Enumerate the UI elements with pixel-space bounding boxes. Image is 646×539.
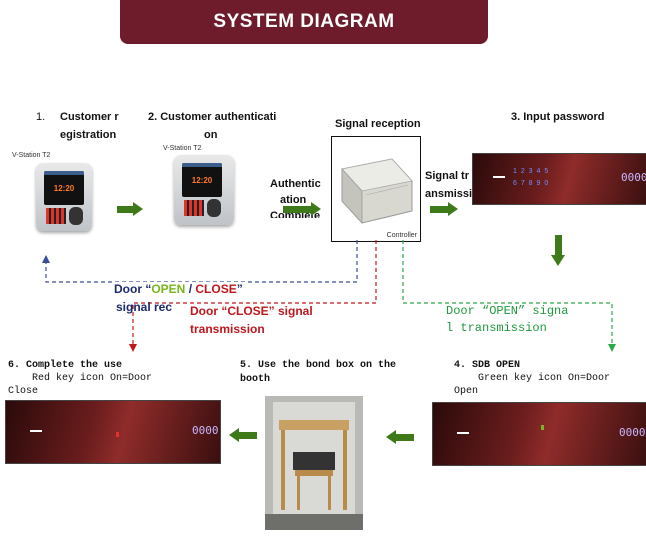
arrow-2-to-controller-shaft: [283, 206, 311, 213]
arrow-right-icon: [311, 202, 321, 216]
device1-keypad: [46, 208, 66, 224]
device2-fingerprint-sensor: [207, 199, 221, 217]
close-panel-code: 0000: [192, 424, 219, 437]
open-close-separator: /: [185, 282, 196, 296]
arrow-4-to-5-shaft: [396, 434, 414, 441]
open-word: OPEN: [151, 282, 186, 296]
controller-image: [341, 158, 413, 225]
arrow-right-icon: [448, 202, 458, 216]
device1-fingerprint-sensor: [69, 207, 83, 225]
step6-line1: Red key icon On=Door: [32, 373, 153, 384]
open-close-signal-line2: signal rec: [116, 300, 173, 314]
device2-time: 12:20: [191, 176, 213, 185]
step2-label-line1: 2. Customer authenticati: [148, 111, 277, 123]
green-key-icon: [541, 425, 544, 430]
open-signal-line1: Door “OPEN” signa: [446, 304, 569, 318]
close-signal-line1: Door “CLOSE” signal: [190, 304, 313, 318]
signal-reception-label: Signal reception: [335, 118, 421, 130]
close-status-panel: 0000: [5, 400, 221, 464]
open-panel-code: 0000: [619, 426, 646, 439]
auth-text-line3: Complete: [270, 210, 321, 218]
keypad-row1: 1 2 3 4 5: [513, 168, 550, 175]
open-status-panel: 0000: [432, 402, 646, 466]
step5-line1: 5. Use the bond box on the: [240, 360, 397, 371]
keypad-row2: 6 7 8 9 0: [513, 180, 550, 187]
arrow-left-icon: [229, 428, 239, 442]
step6-title: 6. Complete the use: [8, 360, 123, 371]
device2-screen: 12:20: [182, 163, 222, 197]
signal-tr-line1: Signal tr: [425, 170, 470, 182]
booth-photo: [265, 396, 363, 530]
step2-label-line2: on: [204, 129, 218, 141]
device1-time: 12:20: [53, 184, 75, 193]
arrow-right-icon: [133, 202, 143, 216]
device1-brand-label: V-Station T2: [12, 152, 51, 159]
open-close-prefix: Door “: [114, 282, 152, 296]
signal-tr-line2: ansmissi: [425, 188, 473, 200]
controller-label: Controller: [386, 232, 417, 239]
step5-line2: booth: [240, 374, 271, 385]
arrow-5-to-6-shaft: [239, 432, 257, 439]
password-code-display: 0000: [621, 171, 646, 184]
title-banner: SYSTEM DIAGRAM: [120, 0, 488, 44]
arrow-left-icon: [386, 430, 396, 444]
auth-text-line2: ation: [280, 194, 307, 206]
step4-title: 4. SDB OPEN: [454, 360, 521, 371]
step6-line2: Close: [8, 386, 39, 397]
close-word: CLOSE: [195, 282, 237, 296]
red-key-icon: [116, 432, 119, 437]
device1-screen: 12:20: [44, 171, 84, 205]
open-signal-line2: l transmission: [446, 321, 547, 335]
open-close-suffix: ”: [236, 282, 243, 296]
password-panel: 1 2 3 4 5 6 7 8 9 0 0000: [472, 153, 646, 205]
arrow-3-to-4-shaft: [555, 235, 562, 255]
controller-box: Controller: [331, 136, 421, 242]
step1-number: 1.: [36, 111, 46, 123]
close-signal-line2: transmission: [190, 322, 265, 336]
step4-line2: Open: [454, 386, 479, 397]
diagram-title: SYSTEM DIAGRAM: [213, 11, 395, 32]
device2-keypad: [184, 200, 204, 216]
arrow-down-icon: [551, 255, 565, 266]
arrow-1-to-2-shaft: [117, 206, 133, 213]
step1-label-line1: Customer r: [60, 111, 119, 123]
booth-image: [265, 396, 363, 530]
auth-text-line1: Authentic: [270, 178, 321, 190]
step3-label: 3. Input password: [511, 111, 605, 123]
step4-line1: Green key icon On=Door: [478, 373, 611, 384]
open-close-signal-label: Door “OPEN / CLOSE”: [112, 282, 245, 296]
arrow-controller-to-3-shaft: [430, 206, 448, 213]
step1-label-line2: egistration: [60, 129, 117, 141]
device1-terminal: 12:20: [36, 163, 92, 231]
device2-brand-label: V-Station T2: [163, 145, 202, 152]
device2-terminal: 12:20: [174, 155, 234, 225]
